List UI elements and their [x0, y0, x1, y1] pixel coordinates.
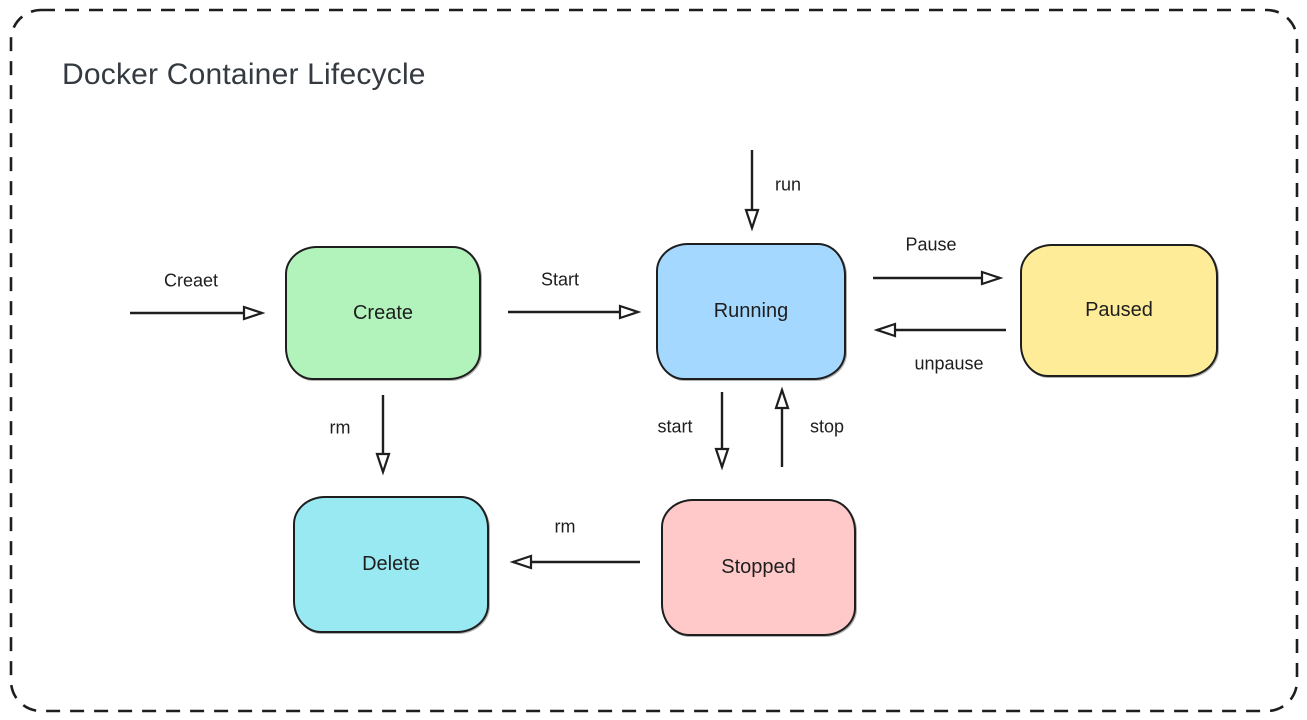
- edge-label-stop-stopped-running: stop: [806, 416, 848, 438]
- node-stopped: Stopped: [661, 499, 856, 636]
- node-running-label: Running: [713, 300, 789, 322]
- node-paused: Paused: [1020, 244, 1218, 377]
- node-create: Create: [285, 246, 481, 380]
- edge-label-run: run: [771, 174, 805, 196]
- node-paused-label: Paused: [1085, 299, 1153, 321]
- edge-label-start-create-running: Start: [537, 269, 583, 291]
- node-delete: Delete: [293, 496, 489, 633]
- edge-label-start-running-stopped: start: [654, 416, 696, 438]
- canvas-dashed-border: [9, 8, 1299, 713]
- diagram-title: Docker Container Lifecycle: [62, 58, 426, 91]
- edge-label-rm-stopped-delete: rm: [551, 516, 579, 538]
- node-running: Running: [656, 243, 846, 380]
- edge-label-unpause: unpause: [911, 353, 987, 375]
- edge-label-rm-create-delete: rm: [326, 417, 354, 439]
- node-stopped-label: Stopped: [721, 556, 796, 578]
- edge-label-pause: Pause: [902, 234, 960, 256]
- node-create-label: Create: [352, 301, 414, 324]
- node-delete-label: Delete: [362, 553, 420, 575]
- edge-label-creaet: Creaet: [160, 270, 222, 292]
